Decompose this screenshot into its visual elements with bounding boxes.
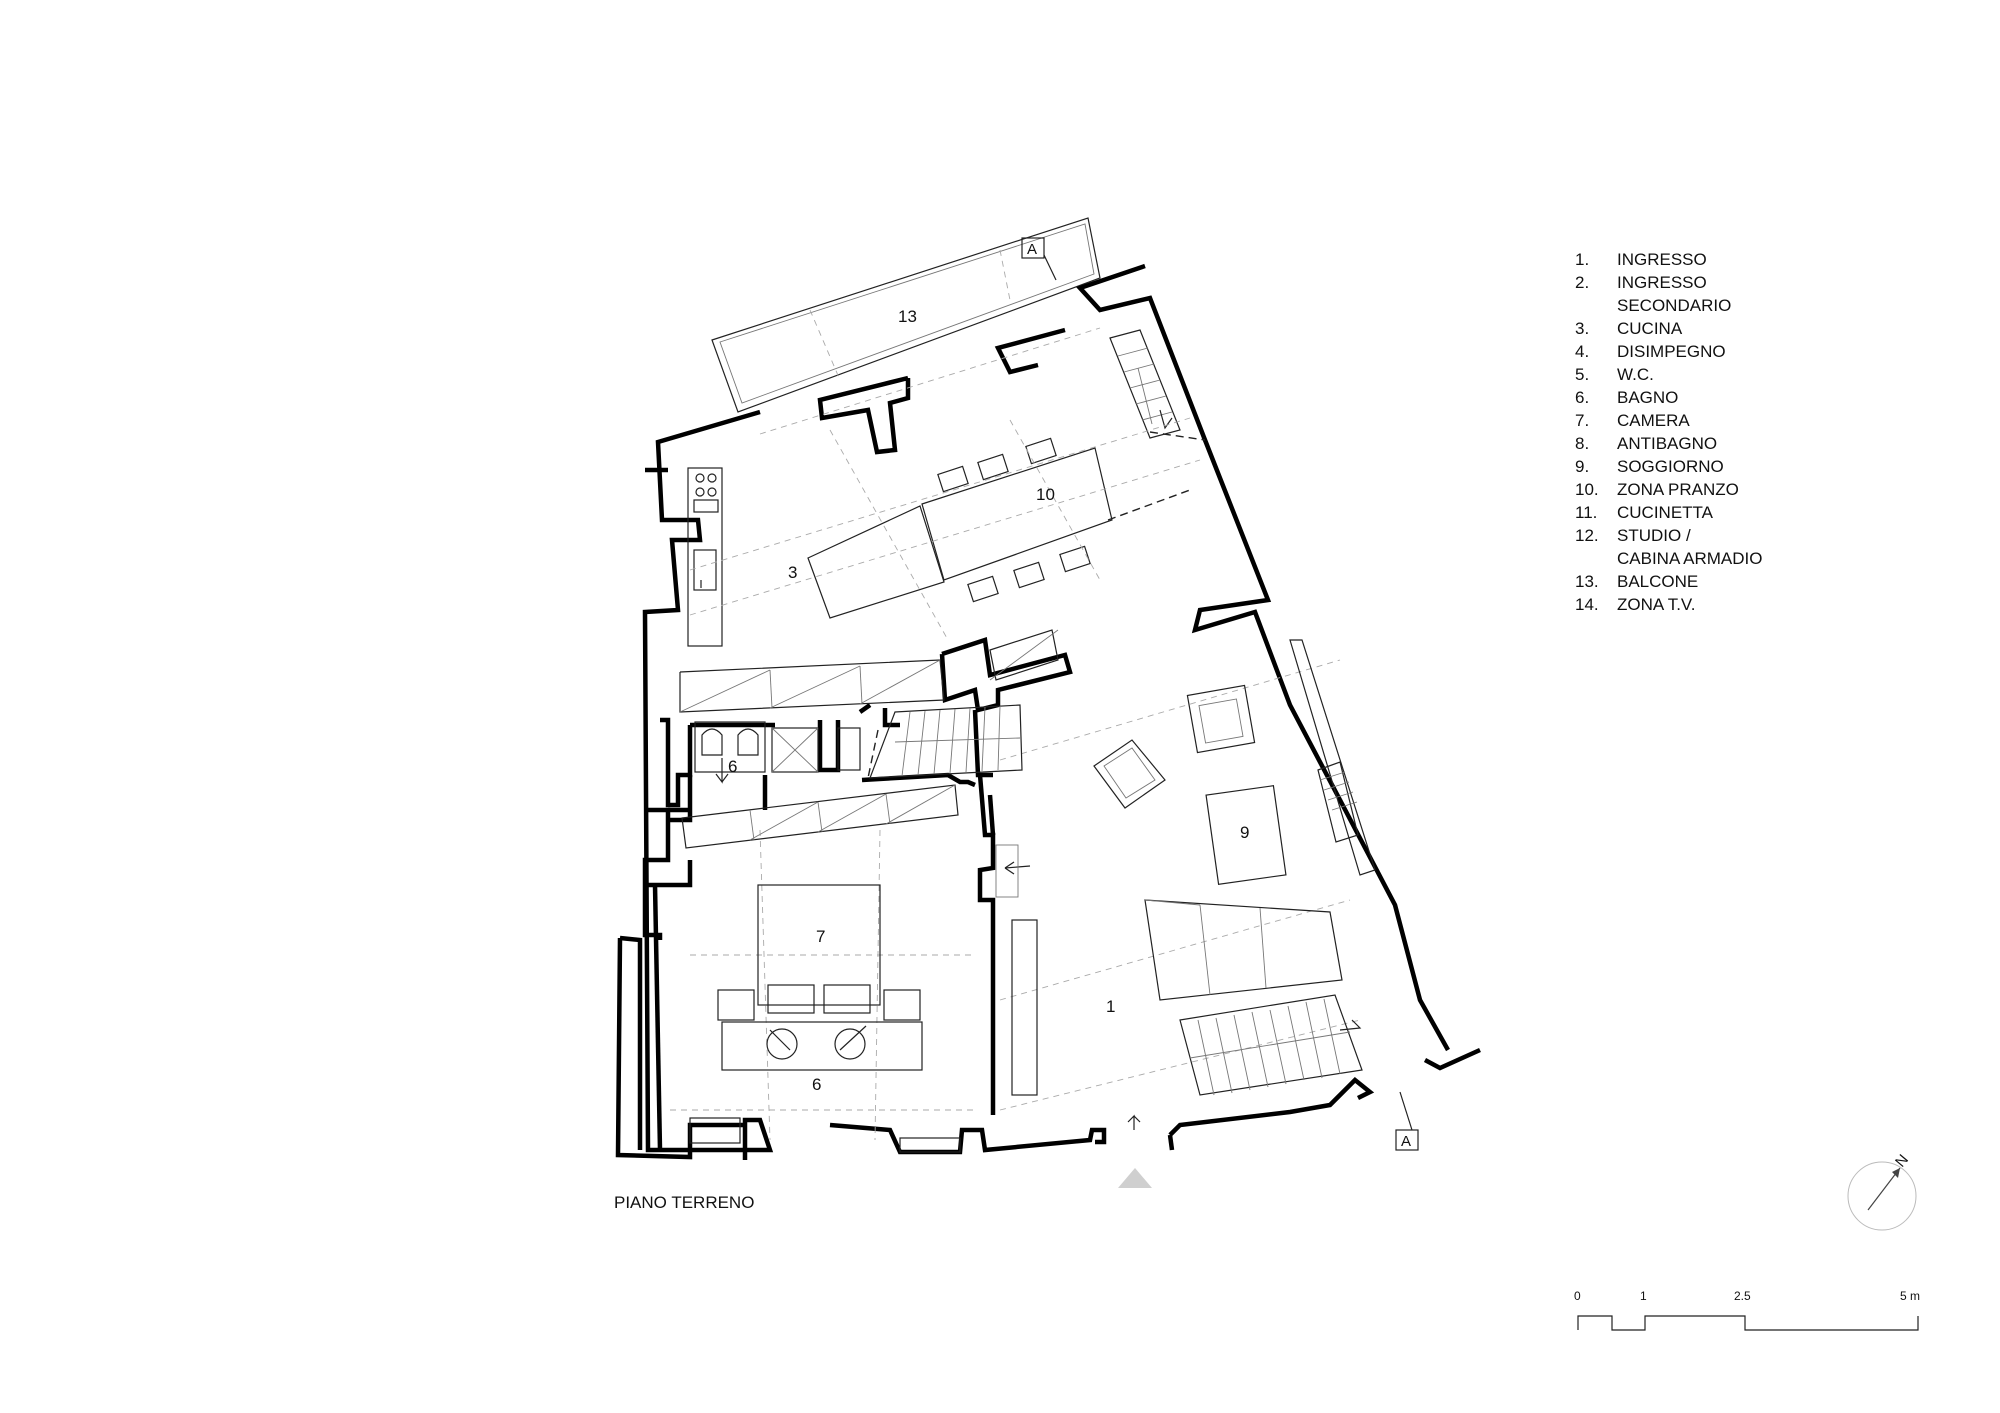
legend-item: 13.BALCONE — [1575, 572, 1699, 591]
svg-text:A: A — [1027, 241, 1037, 258]
scale-tick-0: 0 — [1574, 1289, 1581, 1303]
kitchen-counter — [679, 467, 945, 713]
room-label-1: 1 — [1106, 997, 1115, 1016]
kitchen-island — [807, 505, 945, 619]
door-markers — [995, 844, 1141, 1130]
room-legend: 1.INGRESSO 2.INGRESSO SECONDARIO 3.CUCIN… — [1575, 248, 1835, 616]
legend-item: 9.SOGGIORNO — [1575, 457, 1724, 476]
legend-item: 8.ANTIBAGNO — [1575, 434, 1718, 453]
double-bed — [717, 884, 923, 1071]
stair-upper — [1109, 329, 1206, 441]
stair-central — [867, 704, 1023, 779]
section-marker-bottom: A — [1395, 1091, 1419, 1151]
legend-item: 7.CAMERA — [1575, 411, 1690, 430]
drawing-title: PIANO TERRENO — [614, 1193, 754, 1212]
exterior-walls — [615, 263, 1481, 1160]
section-marker-top: A — [1021, 237, 1057, 281]
legend-item: 14.ZONA T.V. — [1575, 595, 1696, 614]
legend-item: 1.INGRESSO — [1575, 250, 1707, 269]
guide-lines — [670, 327, 1361, 1141]
room-label-13: 13 — [898, 307, 917, 326]
scale-tick-2: 2.5 — [1734, 1289, 1751, 1303]
room-label-9: 9 — [1240, 823, 1249, 842]
entrance-marker — [1118, 1168, 1152, 1188]
legend-item: 2.INGRESSO SECONDARIO — [1575, 273, 1732, 315]
coffee-table — [1205, 785, 1287, 885]
legend-item: 10.ZONA PRANZO — [1575, 480, 1739, 499]
room-label-6-upper: 6 — [728, 757, 737, 776]
armchair-2 — [1186, 684, 1256, 754]
north-arrow: N — [1847, 1151, 1917, 1231]
balcony — [711, 217, 1101, 413]
legend-item: 4.DISIMPEGNO — [1575, 342, 1726, 361]
room-label-7: 7 — [816, 927, 825, 946]
legend-item: 3.CUCINA — [1575, 319, 1683, 338]
scale-bar: 0 1 2.5 5 m — [1574, 1289, 1920, 1331]
room-label-10: 10 — [1036, 485, 1055, 504]
bathroom-fixtures-bottom — [689, 1117, 961, 1153]
legend-item: 6.BAGNO — [1575, 388, 1679, 407]
wardrobe — [681, 784, 959, 849]
room-label-6-lower: 6 — [812, 1075, 821, 1094]
scale-tick-1: 1 — [1640, 1289, 1647, 1303]
dining-table — [921, 437, 1191, 603]
legend-item: 11.CUCINETTA — [1575, 503, 1714, 522]
interior-walls — [645, 637, 1073, 1151]
side-cabinet — [1011, 919, 1038, 1096]
sofa — [1144, 899, 1343, 1001]
legend-item: 12.STUDIO / CABINA ARMADIO — [1575, 526, 1763, 568]
wc-fixtures — [694, 721, 861, 784]
scale-tick-3: 5 m — [1900, 1289, 1920, 1303]
svg-text:N: N — [1892, 1151, 1912, 1170]
tv-cabinet — [1289, 639, 1376, 876]
sideboard — [989, 629, 1059, 681]
armchair-1 — [1093, 739, 1166, 809]
stair-lower — [1179, 994, 1363, 1096]
room-label-3: 3 — [788, 563, 797, 582]
svg-text:A: A — [1401, 1133, 1411, 1150]
legend-item: 5.W.C. — [1575, 365, 1654, 384]
